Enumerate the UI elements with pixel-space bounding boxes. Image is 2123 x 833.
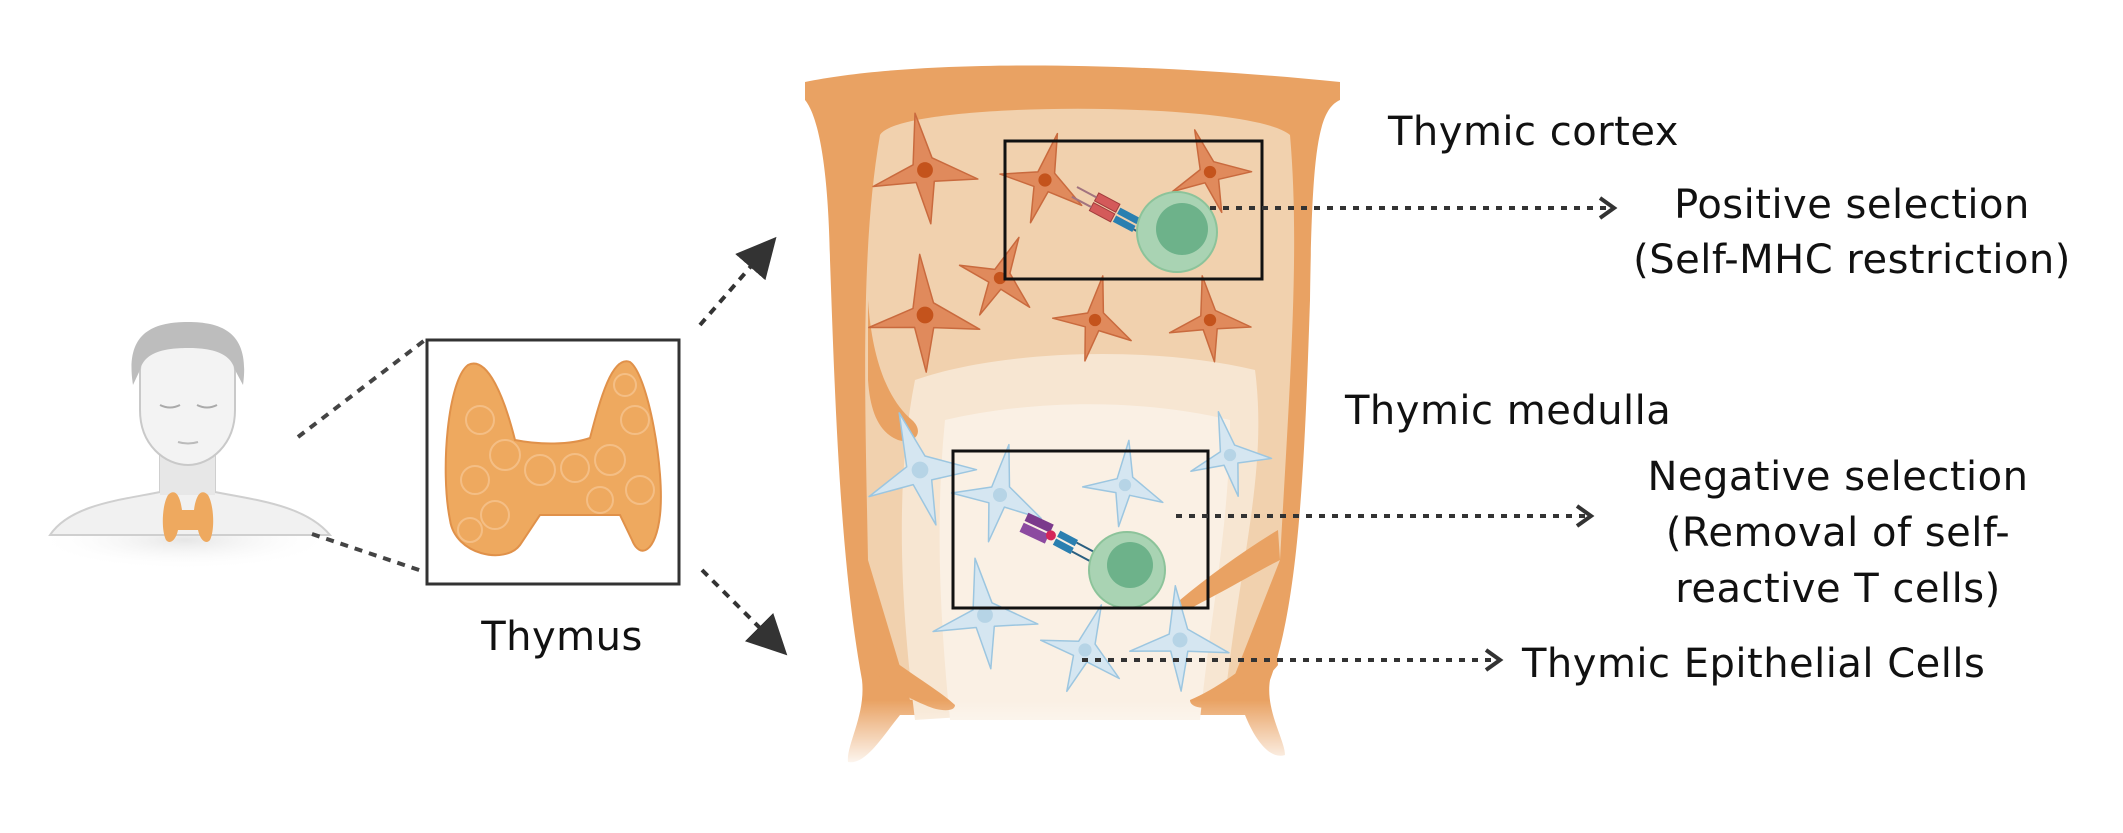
epithelial-cells-label: Thymic Epithelial Cells [1521,641,1985,687]
trabecula-left-bottom [868,640,955,711]
trabecula-left [868,300,918,442]
cortical-epithelial-nucleus [916,306,934,324]
trabecula-right-bottom [1190,640,1278,708]
detail-arrow-upper [698,236,777,327]
thymus-label: Thymus [480,614,643,660]
callout-arrowhead-epithelial [1484,648,1504,672]
positive-selection-sublabel: (Self-MHC restriction) [1633,237,2071,283]
thymus-zoom-box [425,338,681,586]
medulla-label: Thymic medulla [1344,388,1671,434]
zoom-connector-upper [296,338,427,439]
negative-selection-label: Negative selection [1647,454,2028,500]
cortical-epithelial-nucleus [1088,313,1102,327]
t-cell-cortex-nucleus [1156,203,1208,255]
person-thymus-icon [162,492,214,542]
person-mouth [177,441,199,445]
medullary-epithelial-nucleus [992,487,1008,503]
tcr-medulla [1052,530,1095,562]
medullary-epithelial-nucleus [1078,643,1092,657]
callout-arrowhead-negative [1575,504,1595,528]
cortical-epithelial-nucleus [993,271,1007,285]
mhc-complex-cortex [1071,186,1121,223]
detail-arrow-lower [700,568,788,656]
t-cell-medulla-nucleus [1107,542,1153,588]
mhc-complex-medulla [1019,512,1056,544]
trabecula-right-mid [1178,530,1280,609]
zoom-connector-lower [311,532,426,574]
person-face [139,339,236,467]
positive-selection-label: Positive selection [1674,182,2030,228]
negative-selection-highlight-box [951,449,1210,610]
cortical-epithelial-nucleus [1203,165,1217,179]
cortical-epithelial-nucleus [917,162,933,178]
cortical-epithelial-cells [868,112,1253,373]
lobule-bottom-fade [790,700,1350,770]
cortical-epithelial-nucleus [1203,313,1217,327]
person-eye-right [196,404,218,409]
medullary-epithelial-nucleus [977,607,993,623]
person-illustration [35,322,335,570]
medullary-epithelial-nucleus [1118,478,1132,492]
person-eye-left [159,404,181,409]
medullary-epithelial-nucleus [911,461,929,479]
thymus-lobule-texture [457,373,655,543]
medullary-epithelial-nucleus [1172,632,1188,648]
cortex-label: Thymic cortex [1387,109,1679,155]
thymus-organ-icon [444,360,662,557]
medullary-epithelial-cells [868,410,1273,693]
cortical-epithelial-nucleus [1038,173,1052,187]
callout-arrowhead-positive [1598,196,1618,220]
negative-selection-sublabel-2: reactive T cells) [1675,566,2000,612]
thymic-lobule [790,65,1350,770]
negative-selection-interaction [1019,512,1166,609]
negative-selection-sublabel-1: (Removal of self- [1666,510,2010,556]
medullary-epithelial-nucleus [1223,448,1237,462]
person-hair [131,322,245,385]
positive-selection-interaction [1071,186,1218,273]
